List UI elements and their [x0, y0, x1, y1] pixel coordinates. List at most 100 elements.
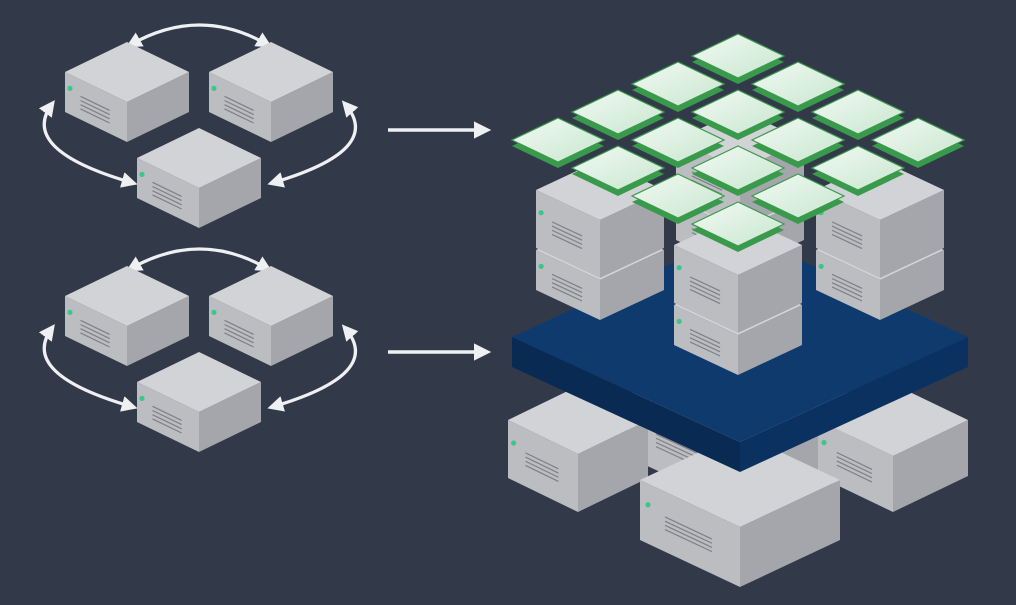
cluster-top [38, 23, 359, 228]
tile [570, 145, 666, 196]
vent-line [525, 464, 559, 482]
vent-line [664, 529, 713, 553]
tile [690, 33, 786, 84]
status-led-icon [538, 263, 544, 269]
sync-arrow-top [125, 23, 273, 48]
server-node [209, 266, 333, 366]
status-led-icon [818, 263, 824, 269]
vent-line [152, 418, 182, 434]
status-led-icon [510, 440, 517, 446]
status-led-icon [139, 395, 145, 401]
vent-line [551, 282, 583, 298]
vent-line [152, 185, 182, 202]
vent-line [551, 273, 583, 289]
sync-arrow-left [38, 100, 138, 188]
base-server [640, 433, 840, 587]
sync-arrow-right [267, 324, 359, 412]
vent-line [664, 520, 713, 544]
cluster-sync-arrows [38, 23, 359, 188]
vent-line [831, 229, 863, 245]
vent-line [836, 451, 873, 470]
tile [750, 117, 846, 168]
tile [690, 145, 786, 196]
server-node [209, 42, 333, 142]
consolidated-stack [508, 33, 968, 587]
vent-line [525, 460, 559, 478]
vent-line [525, 456, 559, 474]
status-led-icon [821, 439, 827, 446]
vent-line [224, 319, 254, 335]
tile [870, 117, 966, 168]
tile [630, 173, 726, 224]
vent-line [152, 405, 182, 421]
vent-line [664, 524, 713, 548]
server-node [65, 42, 189, 142]
vent-line [80, 108, 110, 124]
vent-line [831, 286, 863, 302]
vent-line [80, 332, 110, 348]
vent-line [80, 323, 110, 340]
vent-line [80, 95, 110, 111]
vent-line [689, 280, 721, 296]
vent-line [689, 337, 721, 353]
vent-line [551, 233, 583, 250]
vent-line [689, 332, 721, 349]
status-led-icon [67, 309, 73, 315]
tile [630, 117, 726, 168]
vent-line [551, 221, 583, 237]
vent-line [551, 225, 583, 241]
tile [750, 173, 846, 224]
tile [570, 89, 666, 140]
vent-line [551, 277, 583, 294]
vent-line [224, 104, 254, 120]
vent-line [689, 328, 721, 344]
vent-line [224, 328, 254, 344]
status-led-icon [538, 210, 544, 216]
tile [690, 89, 786, 140]
vent-line [152, 190, 182, 206]
vent-line [689, 276, 721, 292]
vent-line [689, 288, 721, 305]
cluster-bottom [38, 247, 359, 452]
vent-line [152, 194, 182, 210]
vent-line [152, 409, 182, 426]
vent-line [831, 273, 863, 289]
tile [810, 145, 906, 196]
sync-arrow-left [38, 324, 138, 412]
tile [750, 61, 846, 112]
vent-line [152, 414, 182, 430]
server-node [137, 128, 261, 228]
sync-arrow-right [267, 100, 359, 188]
vent-line [836, 460, 873, 479]
status-led-icon [676, 318, 682, 324]
vent-line [224, 99, 254, 116]
vent-line [80, 104, 110, 120]
vent-line [80, 328, 110, 344]
vent-line [836, 464, 873, 483]
vent-line [80, 99, 110, 116]
tile-grid [510, 33, 966, 252]
status-led-icon [211, 85, 217, 91]
vent-line [689, 284, 721, 300]
cluster-sync-arrows [38, 247, 359, 412]
vent-line [152, 181, 182, 197]
tile [690, 201, 786, 252]
tile [510, 117, 606, 168]
server-node [65, 266, 189, 366]
left-clusters [38, 23, 359, 452]
platform-side-right [740, 337, 968, 472]
vent-line [551, 229, 583, 245]
vent-line [836, 456, 873, 475]
vent-line [80, 319, 110, 335]
vent-line [525, 452, 559, 470]
vent-line [664, 516, 713, 540]
tile [630, 61, 726, 112]
vent-line [831, 277, 863, 294]
vent-line [691, 175, 723, 191]
status-led-icon [676, 265, 682, 271]
status-led-icon [67, 85, 73, 91]
base-server [818, 384, 968, 512]
vent-line [551, 286, 583, 302]
